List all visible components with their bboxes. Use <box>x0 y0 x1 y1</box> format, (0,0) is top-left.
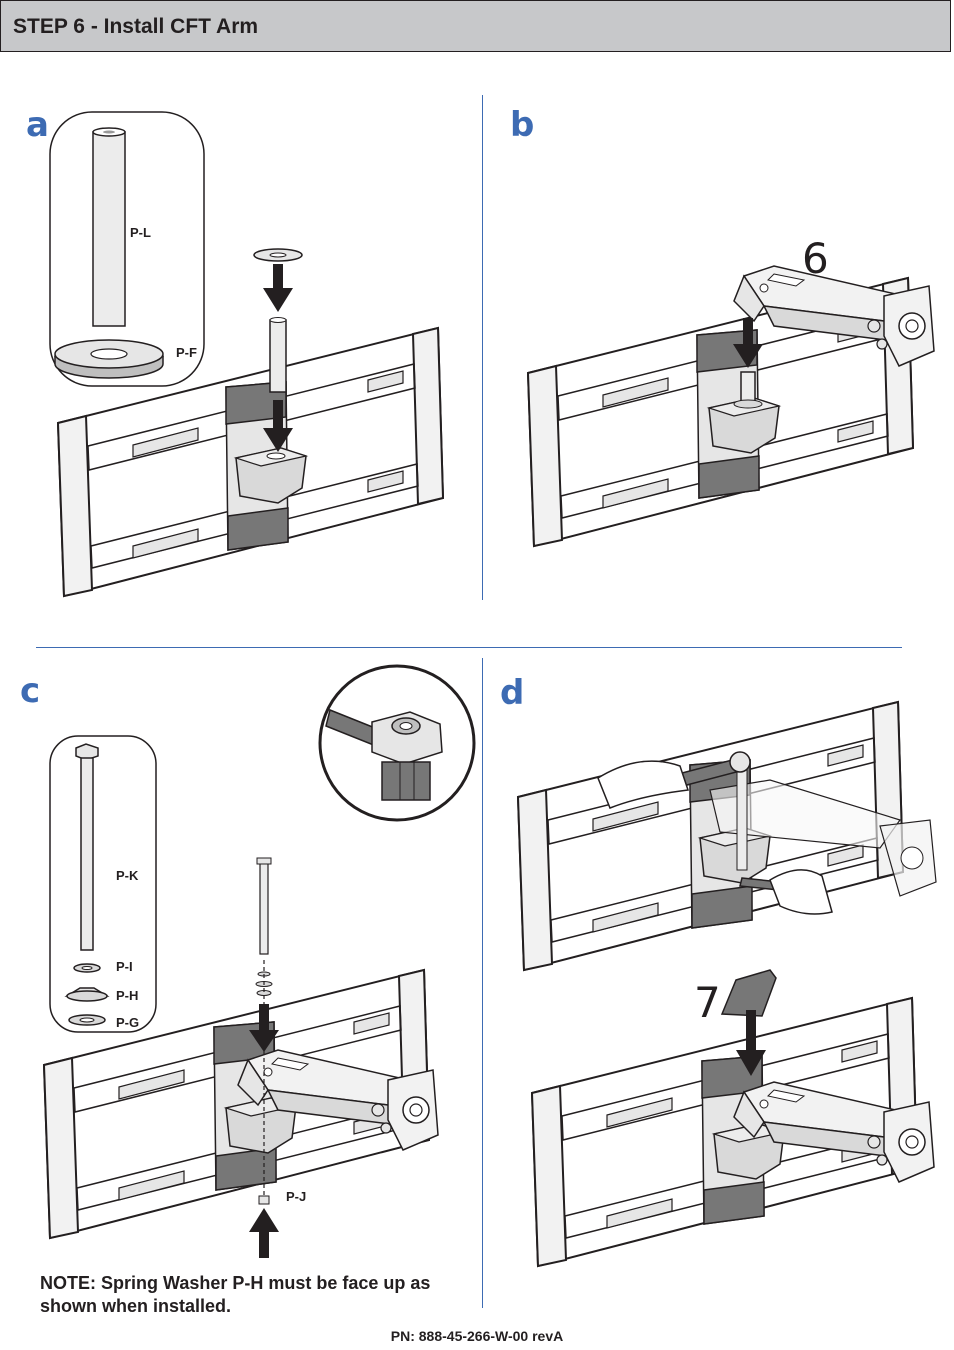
vertical-divider-top <box>482 95 483 600</box>
callout-number-7: 7 <box>694 978 721 1027</box>
horizontal-divider <box>36 647 902 648</box>
step-header: STEP 6 - Install CFT Arm <box>0 0 951 52</box>
part-number-footer: PN: 888-45-266-W-00 revA <box>390 1328 564 1344</box>
part-label-nut: P-J <box>286 1189 307 1204</box>
callout-number-6: 6 <box>802 234 829 283</box>
step-title: STEP 6 - Install CFT Arm <box>13 15 259 38</box>
part-label-spring-washer: P-H <box>116 988 139 1003</box>
installation-note: NOTE: Spring Washer P-H must be face up … <box>40 1273 431 1316</box>
part-label-washer: P-F <box>176 345 197 360</box>
part-label-rod: P-L <box>130 225 151 240</box>
panel-d-label: d <box>500 673 525 713</box>
part-label-lock-washer: P-G <box>116 1015 140 1030</box>
panel-c-label: c <box>20 671 41 711</box>
panel-a-label: a <box>26 105 49 145</box>
vertical-divider-bottom <box>482 658 483 1308</box>
panel-b-label: b <box>510 105 535 145</box>
part-label-flat-washer: P-I <box>116 959 133 974</box>
part-label-bolt: P-K <box>116 868 139 883</box>
